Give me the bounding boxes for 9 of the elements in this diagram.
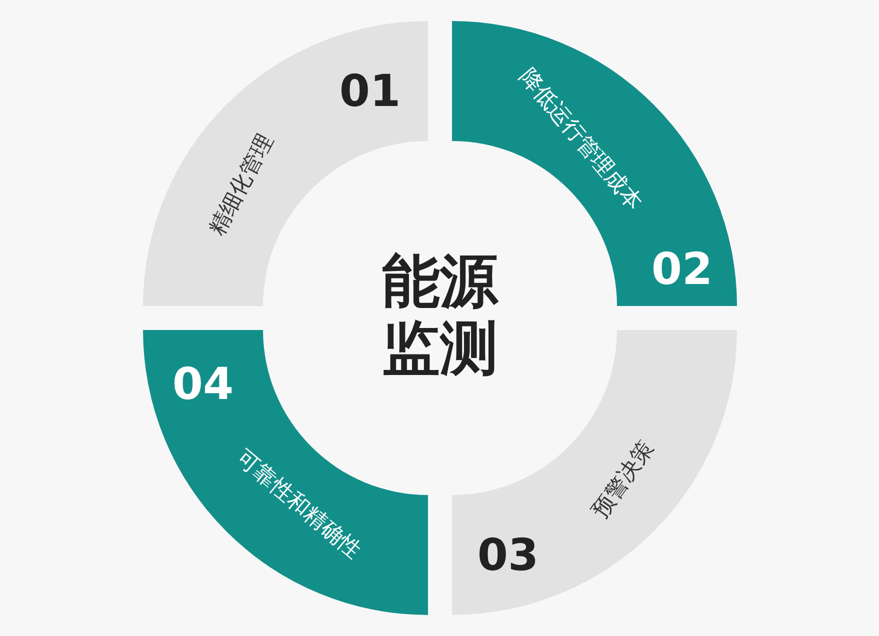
step-number: 02 [651, 248, 713, 292]
center-title: 能源监测 [379, 248, 501, 382]
segment-label: 精细化管理 [206, 131, 278, 239]
segment-label: 可靠性和精确性 [232, 447, 364, 563]
segment-label: 降低运行管理成本 [515, 66, 645, 214]
step-number: 04 [172, 363, 234, 407]
step-number: 01 [339, 70, 401, 114]
segment-label: 预警决策 [590, 438, 658, 522]
step-number: 03 [477, 534, 539, 578]
